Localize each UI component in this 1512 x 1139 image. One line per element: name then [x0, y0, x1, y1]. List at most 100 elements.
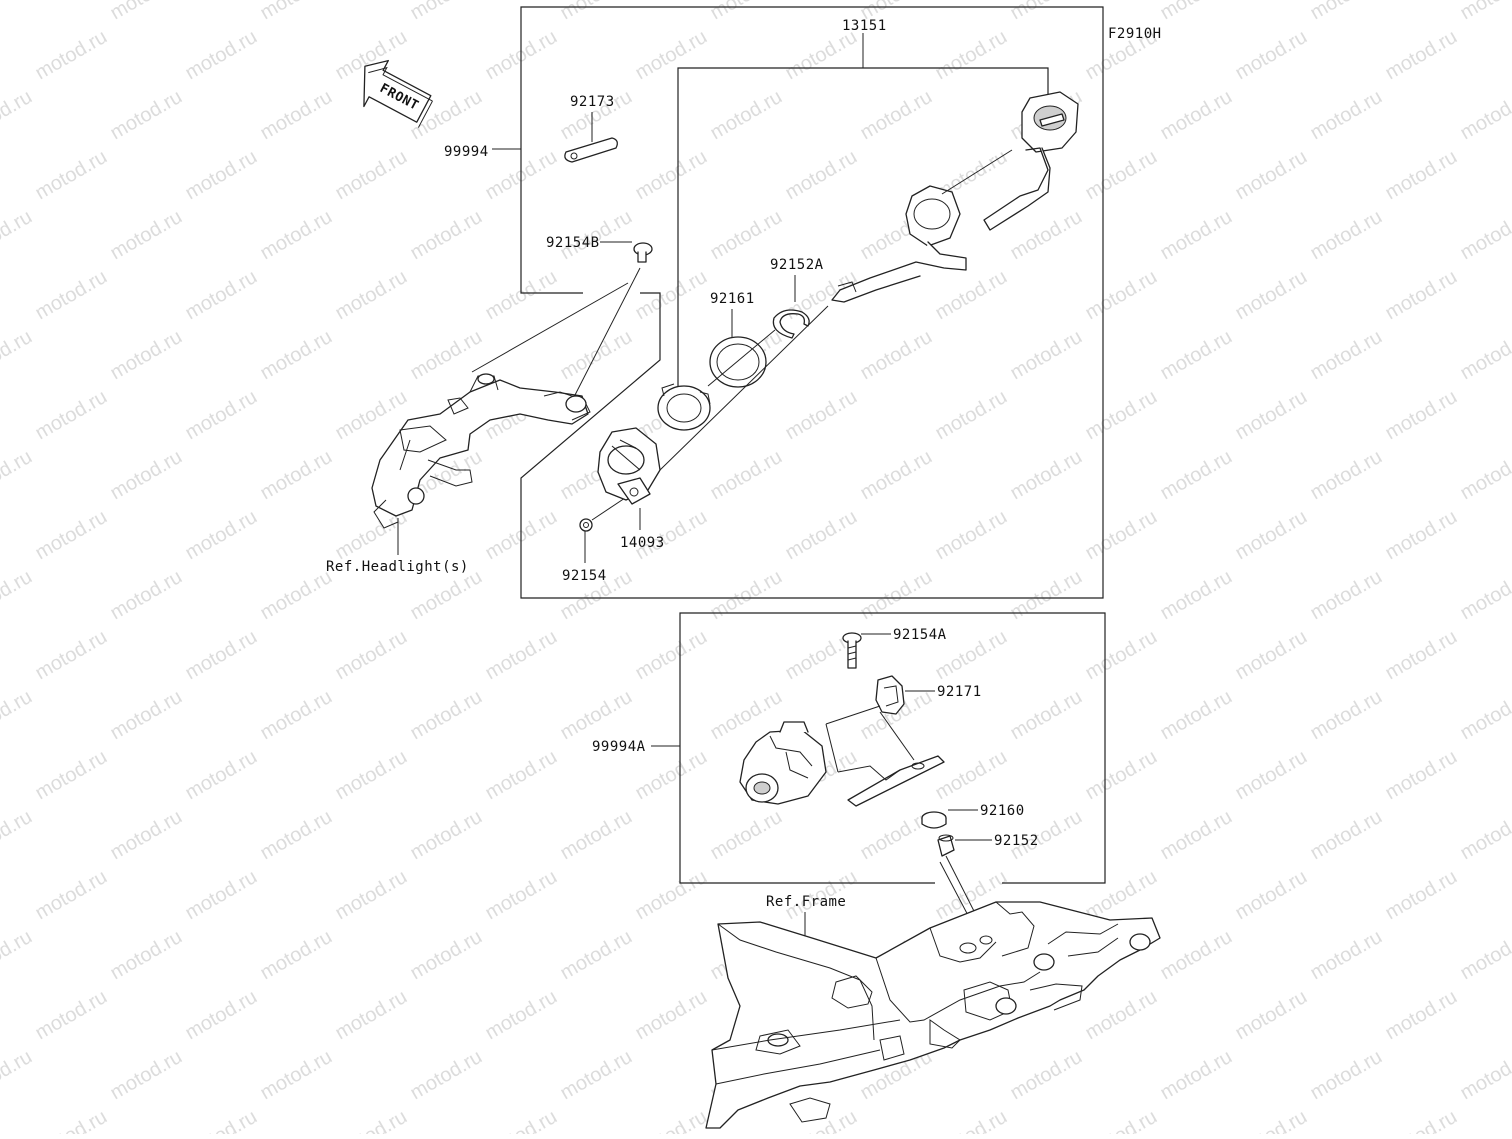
watermark-text: motod.ru [707, 206, 786, 265]
label-99994A: 99994A [592, 739, 646, 755]
watermark-text: motod.ru [0, 806, 36, 865]
watermark-text: motod.ru [632, 626, 711, 685]
label-92154: 92154 [562, 568, 607, 584]
watermark-text: motod.ru [932, 1106, 1011, 1134]
watermark-text: motod.ru [1007, 566, 1086, 625]
grommet-92160 [922, 812, 946, 828]
watermark-text: motod.ru [482, 746, 561, 805]
watermark-text: motod.ru [407, 1046, 486, 1105]
watermark-text: motod.ru [32, 626, 111, 685]
watermark-text: motod.ru [482, 626, 561, 685]
watermark-text: motod.ru [332, 866, 411, 925]
watermark-text: motod.ru [632, 986, 711, 1045]
watermark-text: motod.ru [1007, 326, 1086, 385]
watermark-text: motod.ru [182, 266, 261, 325]
watermark-text: motod.ru [107, 806, 186, 865]
watermark-text: motod.ru [107, 926, 186, 985]
watermark-text: motod.ru [407, 686, 486, 745]
watermark-text: motod.ru [1307, 0, 1386, 24]
watermark-text: motod.ru [257, 686, 336, 745]
watermark-text: motod.ru [857, 446, 936, 505]
watermark-text: motod.ru [1082, 506, 1161, 565]
watermark-text: motod.ru [407, 0, 486, 24]
label-92152A: 92152A [770, 257, 824, 273]
watermark-text: motod.ru [1007, 1046, 1086, 1105]
label-92154A: 92154A [893, 627, 947, 643]
watermark-text: motod.ru [0, 566, 36, 625]
watermark-text: motod.ru [857, 326, 936, 385]
watermark-text: motod.ru [482, 1106, 561, 1134]
collar-92152 [938, 835, 954, 856]
watermark-text: motod.ru [32, 146, 111, 205]
watermark-text: motod.ru [1157, 86, 1236, 145]
watermark-text: motod.ru [107, 86, 186, 145]
watermark-text: motod.ru [1382, 266, 1461, 325]
label-99994: 99994 [444, 144, 489, 160]
watermark-text: motod.ru [1157, 926, 1236, 985]
watermark-text: motod.ru [257, 1046, 336, 1105]
watermark-text: motod.ru [707, 86, 786, 145]
clip-92171 [876, 676, 904, 714]
plate-92173 [565, 138, 617, 162]
watermark-text: motod.ru [0, 686, 36, 745]
watermark-text: motod.ru [32, 506, 111, 565]
watermark-text: motod.ru [707, 806, 786, 865]
watermark-text: motod.ru [332, 146, 411, 205]
watermark-text: motod.ru [1382, 986, 1461, 1045]
label-92161: 92161 [710, 291, 755, 307]
watermark-text: motod.ru [0, 926, 36, 985]
watermark-text: motod.ru [182, 626, 261, 685]
watermark-text: motod.ru [1457, 1046, 1512, 1105]
watermark-text: motod.ru [932, 746, 1011, 805]
watermark-text: motod.ru [257, 86, 336, 145]
watermark-text: motod.ru [1232, 386, 1311, 445]
watermark-text: motod.ru [1157, 566, 1236, 625]
watermark-text: motod.ru [32, 26, 111, 85]
label-13151: 13151 [842, 18, 887, 34]
label-92171: 92171 [937, 684, 982, 700]
watermark-text: motod.ru [0, 0, 36, 24]
watermark-text: motod.ru [1382, 506, 1461, 565]
watermark-text: motod.ru [1007, 686, 1086, 745]
watermark-text: motod.ru [782, 26, 861, 85]
watermark-text: motod.ru [1157, 1046, 1236, 1105]
watermark-text: motod.ru [332, 986, 411, 1045]
watermark-text: motod.ru [1082, 746, 1161, 805]
watermark-text: motod.ru [1457, 326, 1512, 385]
watermark-text: motod.ru [332, 1106, 411, 1134]
watermark-text: motod.ru [1157, 806, 1236, 865]
watermark-text: motod.ru [782, 506, 861, 565]
watermark-text: motod.ru [1457, 926, 1512, 985]
watermark-text: motod.ru [407, 926, 486, 985]
watermark-text: motod.ru [1307, 206, 1386, 265]
watermark-text: motod.ru [0, 446, 36, 505]
watermark-text: motod.ru [632, 1106, 711, 1134]
watermark-text: motod.ru [107, 1046, 186, 1105]
watermark-text: motod.ru [182, 146, 261, 205]
nut-92154 [580, 519, 592, 531]
cover-14093 [598, 428, 660, 504]
watermark-text: motod.ru [482, 986, 561, 1045]
label-ref-frame: Ref.Frame [766, 894, 846, 910]
watermark-text: motod.ru [1157, 326, 1236, 385]
watermark-text: motod.ru [1232, 1106, 1311, 1134]
watermark-text: motod.ru [1307, 86, 1386, 145]
watermark-text: motod.ru [1232, 866, 1311, 925]
label-ref-headlight: Ref.Headlight(s) [326, 559, 469, 575]
label-92160: 92160 [980, 803, 1025, 819]
watermark-text: motod.ru [482, 866, 561, 925]
watermark-text: motod.ru [1232, 146, 1311, 205]
watermark-text: motod.ru [1232, 746, 1311, 805]
watermark-text: motod.ru [932, 386, 1011, 445]
watermark-text: motod.ru [557, 686, 636, 745]
watermark-text: motod.ru [707, 0, 786, 24]
watermark-text: motod.ru [1457, 206, 1512, 265]
watermark-text: motod.ru [257, 566, 336, 625]
watermark-text: motod.ru [107, 446, 186, 505]
watermark-text: motod.ru [857, 86, 936, 145]
watermark-text: motod.ru [107, 566, 186, 625]
watermark-text: motod.ru [182, 26, 261, 85]
watermark-text: motod.ru [332, 746, 411, 805]
watermark-text: motod.ru [1307, 566, 1386, 625]
watermark-text: motod.ru [632, 146, 711, 205]
